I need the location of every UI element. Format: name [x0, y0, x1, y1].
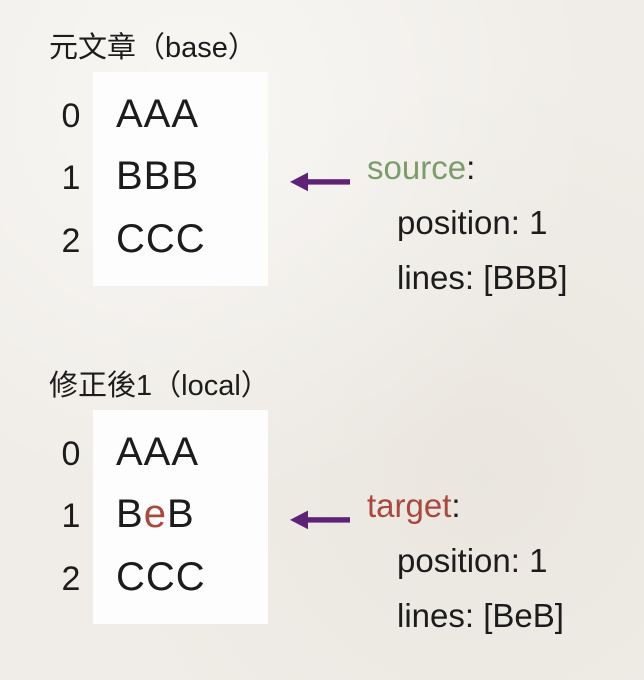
line-number: 1 — [61, 159, 81, 197]
line-number: 0 — [61, 97, 81, 135]
local-doc-row-1: 1 BeB — [56, 492, 336, 537]
base-document-box — [93, 72, 268, 286]
line-text: AAA — [116, 92, 200, 136]
changed-character: e — [143, 492, 167, 536]
local-document-box — [93, 410, 268, 624]
base-annotation: source: position: 1 lines: [BBB] — [367, 140, 568, 305]
line-number: 0 — [61, 435, 81, 473]
source-label: source: — [367, 149, 476, 186]
line-number: 2 — [61, 222, 81, 260]
annotation-position: position: 1 — [397, 204, 548, 241]
line-text: AAA — [116, 430, 200, 474]
base-section: 元文章（base） 0 AAA 1 BBB 2 CCC source: posi… — [49, 32, 568, 305]
target-label: target: — [367, 487, 461, 524]
base-section-title: 元文章（base） — [49, 32, 257, 64]
annotation-position: position: 1 — [397, 542, 548, 579]
annotation-lines: lines: [BBB] — [397, 259, 568, 296]
line-number: 1 — [61, 497, 81, 535]
line-text: BBB — [116, 154, 200, 198]
left-arrow-icon — [289, 508, 351, 532]
left-arrow-icon — [289, 170, 351, 194]
local-doc-row-0: 0 AAA — [56, 430, 336, 475]
local-section-title: 修正後1（local） — [49, 370, 270, 402]
line-text-changed: BeB — [116, 492, 195, 536]
annotation-lines: lines: [BeB] — [397, 597, 564, 634]
line-text: CCC — [116, 217, 206, 261]
base-doc-row-0: 0 AAA — [56, 92, 336, 137]
line-number: 2 — [61, 560, 81, 598]
line-text: CCC — [116, 555, 206, 599]
local-section: 修正後1（local） 0 AAA 1 BeB 2 CCC target: po… — [0, 338, 644, 678]
local-doc-row-2: 2 CCC — [56, 555, 336, 600]
local-annotation: target: position: 1 lines: [BeB] — [367, 478, 564, 643]
base-doc-row-1: 1 BBB — [56, 154, 336, 199]
base-doc-row-2: 2 CCC — [56, 217, 336, 262]
